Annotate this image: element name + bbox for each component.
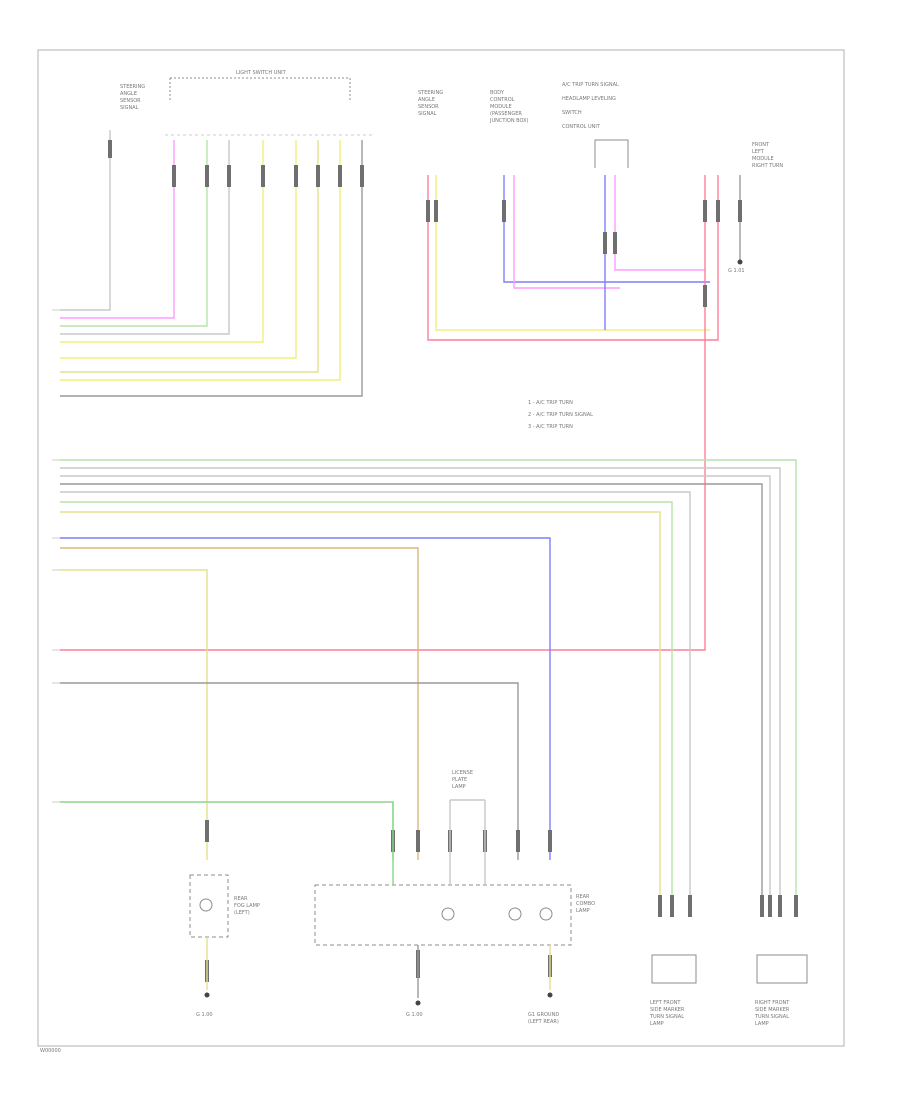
left-module-label: STEERING ANGLE SENSOR SIGNAL [120, 84, 145, 111]
label-line: MODULE [490, 104, 512, 110]
legend: 1 - A/C TRIP TURN 2 - A/C TRIP TURN SIGN… [528, 400, 593, 430]
top-right-connectors [426, 200, 742, 307]
label-line: (PASSENGER [490, 111, 522, 117]
label-line: PLATE [452, 777, 467, 783]
label-line: MODULE [752, 156, 774, 162]
middle-bus-wires [60, 459, 797, 900]
label-line: TURN SIGNAL [649, 1014, 684, 1020]
label-line: STEERING [120, 84, 145, 90]
label-line: BODY [490, 90, 505, 96]
legend-item: 1 - A/C TRIP TURN [528, 400, 573, 406]
label-line: SENSOR [120, 98, 141, 104]
label-line: SENSOR [418, 104, 439, 110]
label-line: RIGHT FRONT [755, 1000, 790, 1006]
fog-lamp-box [189, 874, 229, 938]
left-pin-labels [52, 309, 60, 803]
light-switch-module: LIGHT SWITCH UNIT [165, 70, 372, 136]
diagram-frame [37, 49, 845, 1047]
left-harness-wires [60, 130, 363, 397]
ground-dots [204, 259, 743, 1006]
left-connectors [108, 140, 364, 187]
label-line: LICENSE [452, 770, 473, 776]
bottom-drops [206, 799, 551, 998]
label-line: (LEFT) [234, 910, 250, 916]
label-line: REAR [234, 896, 248, 902]
label-line: REAR [576, 894, 590, 900]
label-line: LAMP [452, 784, 466, 790]
label-line: LAMP [755, 1021, 769, 1027]
label-line: RIGHT TURN [752, 163, 783, 169]
lamp-symbols [199, 898, 553, 921]
bottom-connectors [205, 820, 798, 982]
rear-lamp-module-box [314, 884, 572, 946]
bottom-labels: REAR FOG LAMP (LEFT) REAR COMBO LAMP LIC… [196, 268, 790, 1027]
label-line: COMBO [576, 901, 595, 907]
label-line: ANGLE [418, 97, 435, 103]
label-line: LAMP [576, 908, 590, 914]
label-line: LEFT FRONT [650, 1000, 681, 1006]
label-line: A/C TRIP TURN SIGNAL [562, 82, 619, 88]
legend-item: 2 - A/C TRIP TURN SIGNAL [528, 412, 593, 418]
label-line: HEADLAMP LEVELING [562, 96, 616, 102]
top-right-labels: STEERING ANGLE SENSOR SIGNAL BODY CONTRO… [418, 82, 783, 169]
mid-module-box [594, 139, 629, 168]
left-side-marker-box [651, 954, 697, 984]
label-line: (LEFT REAR) [528, 1019, 559, 1025]
legend-item: 3 - A/C TRIP TURN [528, 424, 573, 430]
label-line: SWITCH [562, 110, 582, 116]
ground-label: G 1.01 [728, 268, 745, 274]
label-line: STEERING [418, 90, 443, 96]
label-line: CONTROL UNIT [562, 124, 601, 130]
label-line: SIGNAL [120, 105, 139, 111]
diagram-code: W00000 [40, 1048, 61, 1054]
right-side-marker-box [756, 954, 808, 984]
label-line: TURN SIGNAL [754, 1014, 789, 1020]
module-title: LIGHT SWITCH UNIT [236, 70, 287, 76]
top-right-wires [60, 175, 741, 651]
label-line: ANGLE [120, 91, 137, 97]
label-line: LAMP [650, 1021, 664, 1027]
label-line: SIGNAL [418, 111, 437, 117]
label-line: CONTROL [490, 97, 515, 103]
label-line: FOG LAMP [234, 903, 260, 909]
ground-label: G 1.00 [196, 1012, 213, 1018]
label-line: JUNCTION BOX) [489, 118, 529, 124]
label-line: SIDE MARKER [755, 1007, 790, 1013]
label-line: SIDE MARKER [650, 1007, 685, 1013]
label-line: G1 GROUND [528, 1012, 559, 1018]
label-line: LEFT [752, 149, 765, 155]
ground-label: G 1.00 [406, 1012, 423, 1018]
label-line: FRONT [752, 142, 770, 148]
